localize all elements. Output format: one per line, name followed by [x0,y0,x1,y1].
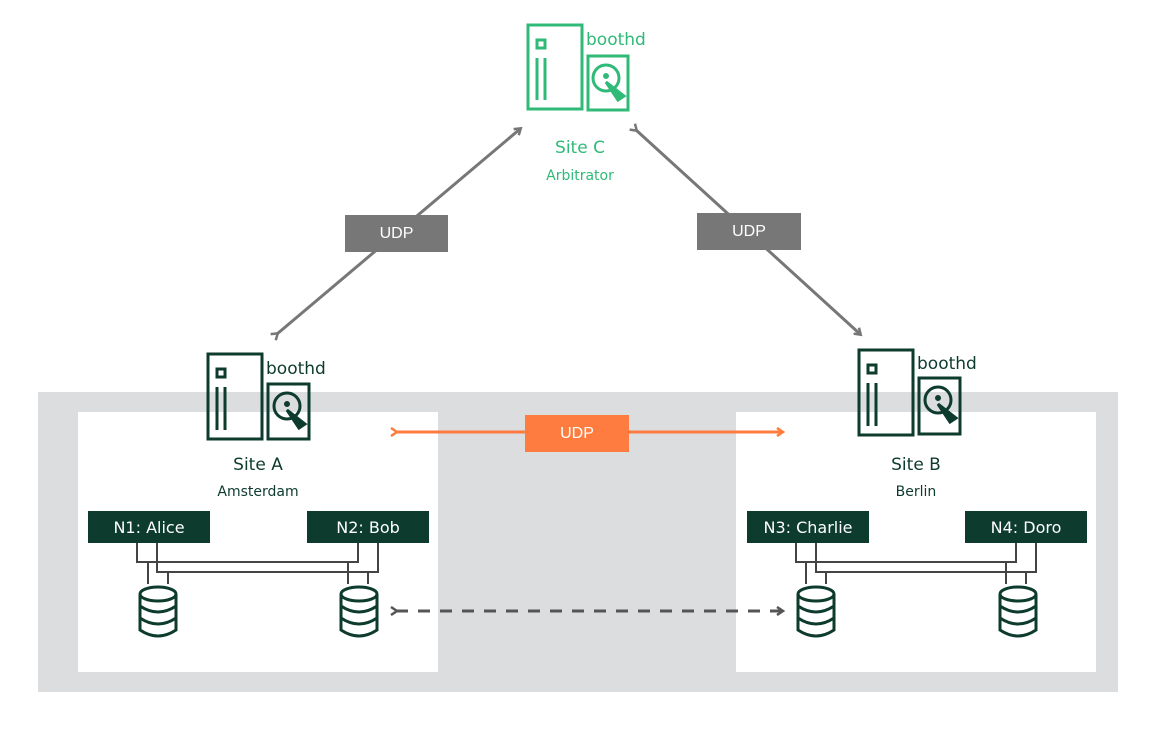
site-b-disk-icon [917,376,962,436]
site-b-title: Site B [891,455,941,475]
node-n2-bob: N2: Bob [307,511,429,543]
site-c-server-icon [526,23,584,111]
site-a-storage-wiring [136,543,379,584]
database-icon [796,585,836,638]
site-c-title: Site C [555,138,605,158]
site-a-disk-icon [266,382,311,441]
node-n4-doro: N4: Doro [965,511,1087,543]
site-b-subtitle: Berlin [895,484,937,500]
node-n1-alice: N1: Alice [88,511,210,543]
site-a-server-icon [206,352,264,441]
site-c-daemon-label: boothd [586,30,646,50]
node-n3-charlie: N3: Charlie [747,511,869,543]
site-b-storage-wiring [795,543,1037,584]
database-icon [339,585,379,638]
udp-label-a-b: UDP [525,415,629,452]
database-icon [998,585,1038,638]
site-c-subtitle: Arbitrator [546,168,614,184]
site-a-title: Site A [233,455,283,475]
site-c-disk-icon [586,54,630,112]
site-b-server-icon [857,348,915,437]
site-a-daemon-label: boothd [266,359,326,379]
site-b-daemon-label: boothd [917,354,977,374]
site-a-subtitle: Amsterdam [217,484,299,500]
database-icon [138,585,178,638]
udp-label-a-c: UDP [345,215,448,252]
udp-label-b-c: UDP [697,213,801,250]
